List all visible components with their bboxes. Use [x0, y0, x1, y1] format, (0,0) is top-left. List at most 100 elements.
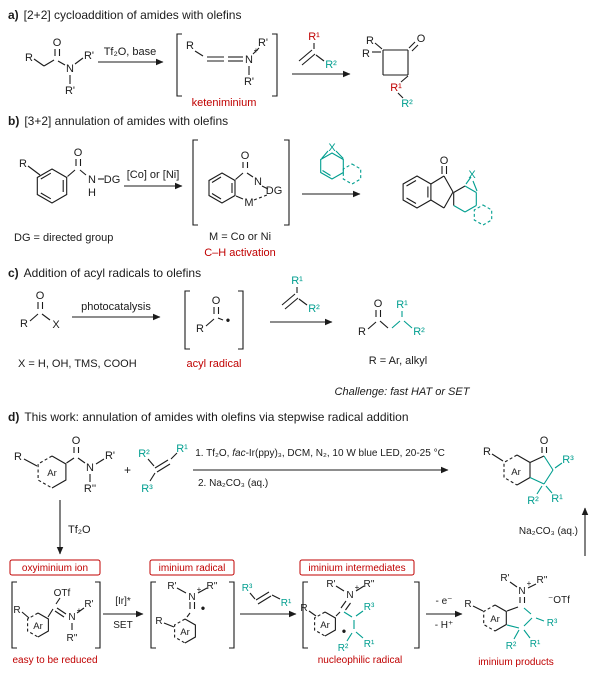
aryl-label: Ar [33, 621, 43, 632]
metallacycle-structure: O N DG M [192, 139, 290, 226]
x-label: X [52, 319, 60, 331]
r-group-label: R [300, 603, 307, 614]
dg-note: DG = directed group [14, 232, 113, 244]
dg-label: DG [104, 174, 121, 186]
nitrogen-label: N [346, 590, 353, 601]
step3-note: nucleophilic radical [318, 655, 403, 666]
r2-label: R² [338, 643, 349, 654]
nitrogen-label: N [188, 592, 195, 603]
otf-label: OTf [54, 588, 71, 599]
oxygen-label: O [212, 295, 221, 307]
cyclobutanone-structure: O R R R¹ R² [362, 33, 426, 110]
bracket-right [284, 139, 290, 226]
oxygen-label: O [540, 435, 549, 447]
bracket-left [192, 139, 198, 226]
nitrogen-label: N [68, 612, 75, 623]
bracket-left [184, 290, 190, 350]
step1-caption: oxyiminium ion [22, 563, 88, 574]
acyl-radical-structure: R O • [184, 290, 244, 350]
radical-dot: • [342, 624, 346, 638]
r-prime-label: R' [244, 76, 254, 88]
aryl-label: Ar [180, 627, 190, 638]
dg-label: DG [266, 185, 283, 197]
r-prime-label: R' [167, 581, 176, 592]
oxygen-label: O [72, 435, 81, 447]
r-group-label: R [464, 599, 471, 610]
r2-label: R² [308, 303, 320, 315]
r-group-label: R [186, 40, 194, 52]
r-prime-label: R' [84, 50, 94, 62]
aryl-label: Ar [320, 620, 330, 631]
r-group-label: R [483, 446, 491, 458]
r-group-label: R [14, 451, 22, 463]
bicyclic-olefin-structure: X [320, 142, 362, 185]
r2-label: R² [506, 641, 517, 652]
r2-label: R² [325, 59, 337, 71]
trisubstituted-olefin-structure: R² R³ R¹ [138, 443, 188, 495]
r-group-label: R [196, 323, 204, 335]
panel-b-title: b)[3+2] annulation of amides with olefin… [8, 114, 228, 128]
r-group-label: R [25, 52, 33, 64]
r-doubleprime-label: R'' [536, 575, 547, 586]
intermediate-caption: C–H activation [204, 247, 276, 259]
nitrogen-label: N [518, 586, 525, 597]
aryl-label: Ar [511, 467, 521, 478]
radical-dot: • [226, 313, 230, 327]
amide-structure: R O N R' R' [25, 37, 94, 97]
bracket-left [11, 581, 17, 649]
challenge-note: Challenge: fast HAT or SET [335, 386, 471, 398]
metal-note: M = Co or Ni [209, 231, 271, 243]
nitrogen-label: N [254, 176, 262, 188]
bracket-left [150, 581, 156, 649]
r-group-label: R [13, 605, 20, 616]
tf2o-label: Tf₂O [68, 524, 91, 536]
r1-label: R¹ [176, 443, 188, 455]
set-arrow-top-label: [Ir]* [115, 596, 131, 607]
r-group-label: R [19, 158, 27, 170]
indanone-product-structure: Ar R O R³ R¹ R² [483, 435, 574, 507]
acyl-substrate-structure: R O X [20, 290, 60, 331]
x-note: X = H, OH, TMS, COOH [18, 358, 137, 370]
oxygen-label: O [374, 298, 383, 310]
olefin-structure: R¹ R² [298, 31, 337, 71]
r1-label: R¹ [390, 82, 402, 94]
panel-d: d)This work: annulation of amides with o… [8, 410, 589, 668]
r-prime-label: R' [258, 37, 268, 49]
r-group-label: R [155, 616, 162, 627]
annulated-product-structure: O X [402, 155, 493, 226]
acyl-product-structure: R O R¹ R² [358, 298, 425, 338]
step3-caption: iminium intermediates [308, 563, 405, 574]
caption-chip [9, 559, 101, 576]
r3-label: R³ [364, 602, 375, 613]
arrow-reagents-label: [Co] or [Ni] [127, 169, 180, 181]
nitrogen-label: N [245, 54, 253, 66]
plus-charge: + [197, 585, 202, 594]
x-label: X [328, 142, 336, 154]
na2co3-label: Na₂CO₃ (aq.) [519, 526, 578, 537]
r1-label: R¹ [364, 639, 375, 650]
bracket-left [302, 581, 308, 649]
r-group-label: R [362, 48, 370, 60]
caption-chip [299, 559, 415, 576]
panel-c: c)Addition of acyl radicals to olefins R… [8, 266, 471, 398]
arrow-reagents-label: Tf₂O, base [104, 46, 157, 58]
set-arrow-bottom-label: SET [113, 620, 132, 631]
nitrogen-label: N [88, 174, 96, 186]
r1-label: R¹ [530, 639, 541, 650]
iminium-radical-structure: iminium radical R' R'' N + • Ar R [149, 559, 235, 649]
panel-d-title: d)This work: annulation of amides with o… [8, 410, 409, 424]
olefin-structure: R¹ R² [281, 275, 320, 315]
r3-label: R³ [141, 483, 153, 495]
conditions-line1: 1. Tf₂O, fac-Ir(ppy)₃, DCM, N₂, 10 W blu… [195, 448, 445, 459]
r1-label: R¹ [291, 275, 303, 287]
caption-chip [149, 559, 235, 576]
iminium-intermediate-structure: iminium intermediates R' R'' N + Ar R R³… [299, 559, 420, 654]
arrow-reagents-label: photocatalysis [81, 301, 151, 313]
step2-caption: iminium radical [159, 563, 226, 574]
products-caption: iminium products [478, 657, 554, 668]
nitrogen-label: N [86, 462, 94, 474]
r-group-label: R [20, 318, 28, 330]
bracket-right [272, 33, 278, 97]
nitrogen-label: N [66, 63, 74, 75]
